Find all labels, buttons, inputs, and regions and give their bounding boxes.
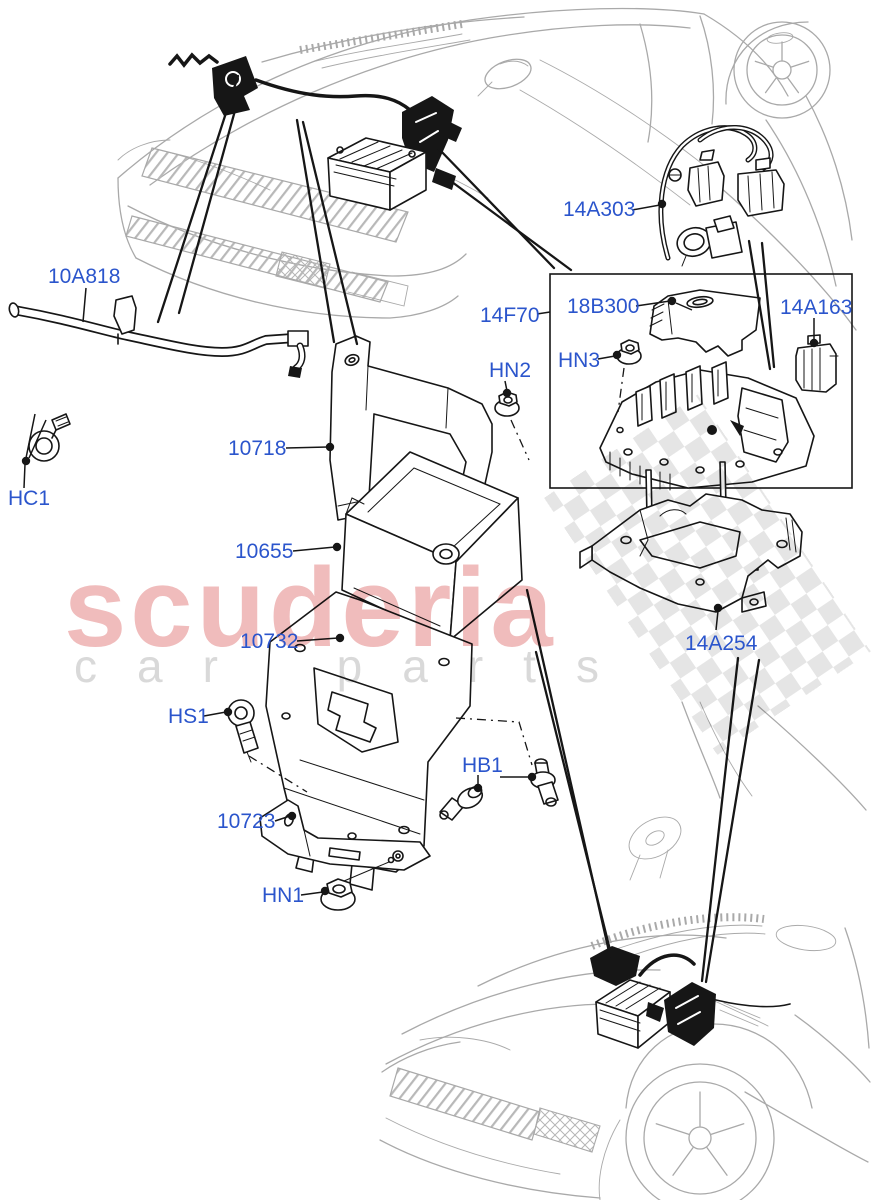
part-label-10718: 10718: [228, 437, 286, 460]
bottom-car-junction-box: [664, 982, 716, 1046]
part-label-HN1: HN1: [262, 884, 304, 907]
callout-dots: [21, 199, 819, 896]
bottom-car-bracket: [590, 946, 640, 986]
part-HN2-nut: [494, 391, 520, 417]
top-car-mirror: [477, 58, 532, 97]
part-label-14F70: 14F70: [480, 304, 540, 327]
watermark-brand: scuderia: [64, 545, 557, 670]
part-10655-cover: [341, 451, 523, 641]
part-HS1-bolt: [227, 699, 259, 763]
part-14A163-connector: [795, 334, 839, 393]
part-label-HS1: HS1: [168, 705, 209, 728]
watermark: scuderia car parts: [64, 394, 871, 755]
tube-clip: [113, 295, 137, 335]
part-18B300-cover: [649, 289, 761, 357]
part-label-18B300: 18B300: [567, 295, 639, 318]
part-label-HN3: HN3: [558, 349, 600, 372]
part-label-14A163: 14A163: [780, 296, 852, 319]
part-label-14A254: 14A254: [685, 632, 758, 655]
part-10723-bracket: [259, 799, 431, 871]
part-HC1-clip: [28, 413, 71, 462]
part-10A818-tube: [8, 295, 309, 378]
bottom-car-front-wheel: [598, 1023, 813, 1200]
part-HN3-nut: [616, 339, 642, 365]
part-14A303-harness: [658, 125, 785, 267]
watermark-tagline: car parts: [74, 640, 639, 692]
part-label-10723: 10723: [217, 810, 275, 833]
part-label-10655: 10655: [235, 540, 293, 563]
top-car-outline: [117, 7, 857, 331]
top-car-grille: [141, 147, 409, 243]
bottom-car-steering-wheel: [628, 816, 682, 881]
checkered-flag-watermark: [544, 394, 871, 755]
bottom-car-grille: [389, 1067, 541, 1141]
top-car-battery: [327, 137, 427, 211]
top-car-rear-wheel: [725, 21, 831, 119]
part-labels: 10A818 HC1 10718 10655 10732 HS1 HB1 107…: [8, 198, 852, 907]
bottom-car-battery: [595, 979, 671, 1049]
callout-leaders: [23, 204, 815, 896]
part-label-HN2: HN2: [489, 359, 531, 382]
part-HB1-bolts: [439, 758, 559, 821]
part-label-10A818: 10A818: [48, 265, 120, 288]
part-label-HB1: HB1: [462, 754, 503, 777]
bottom-car-battery-assembly: [590, 946, 791, 1049]
bottom-car-foglamp: [533, 1107, 601, 1153]
part-HN1-nut: [320, 856, 395, 911]
part-label-10732: 10732: [240, 630, 298, 653]
part-label-HC1: HC1: [8, 487, 50, 510]
leader-triangles: [156, 74, 776, 984]
bottom-car-outline: [379, 701, 871, 1200]
part-label-14A303: 14A303: [563, 198, 635, 221]
